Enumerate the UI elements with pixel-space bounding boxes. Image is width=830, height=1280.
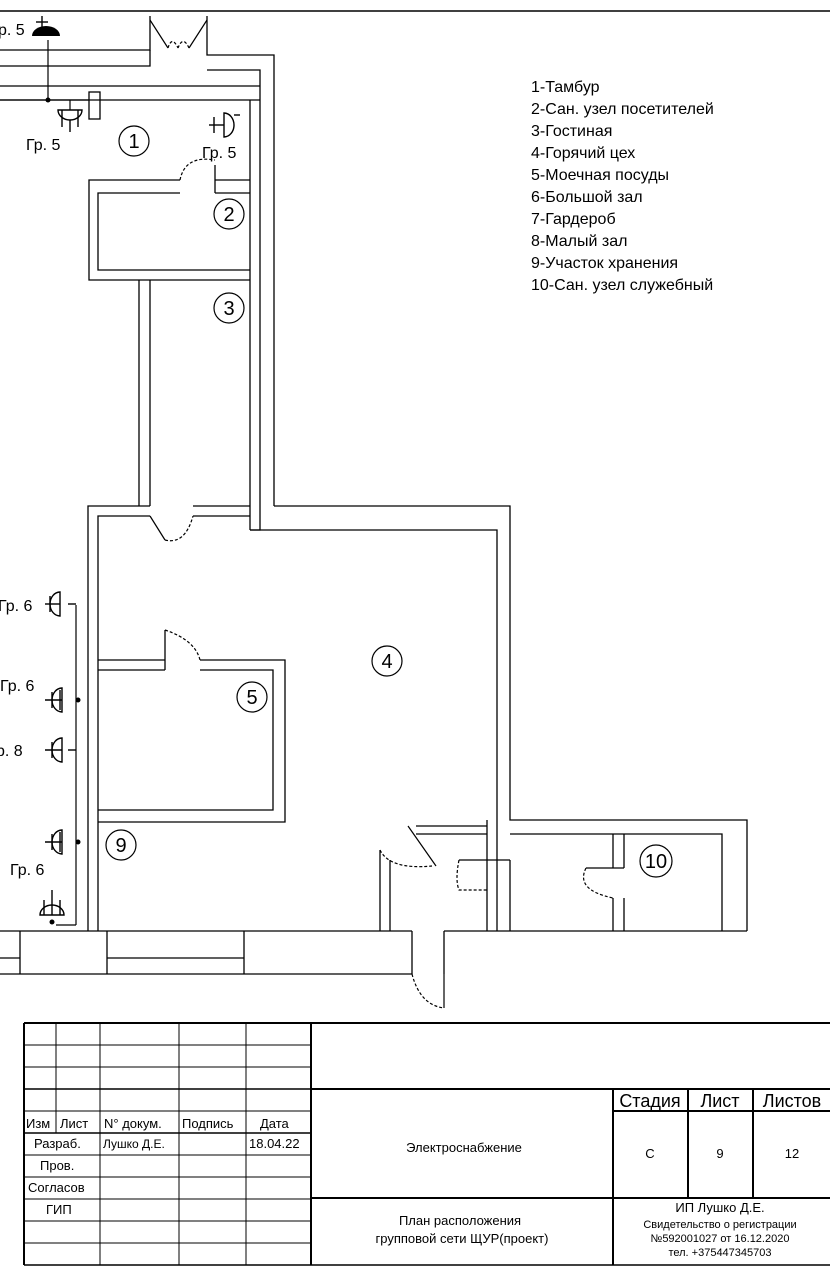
drawing-title: групповой сети ЩУР(проект) [376, 1231, 549, 1246]
sheet-header: Лист [700, 1091, 739, 1111]
walls [0, 16, 748, 975]
legend-item: 2-Сан. узел посетителей [531, 101, 714, 118]
group-label: р. 5 [0, 22, 25, 39]
junction-dot [49, 919, 55, 925]
socket-icon [32, 16, 60, 36]
socket-icon [45, 829, 63, 855]
org-certificate-number: №592001027 от 16.12.2020 [651, 1233, 790, 1245]
group-label: Гр. 6 [10, 862, 45, 879]
legend-item: 1-Тамбур [531, 79, 600, 96]
socket-icon [45, 687, 63, 713]
legend-item: 9-Участок хранения [531, 255, 678, 272]
svg-text:5: 5 [246, 687, 257, 709]
socket-icon [45, 737, 76, 763]
room-marker: 2 [213, 198, 245, 230]
group-label: Гр. 6 [0, 598, 33, 615]
legend-item: 10-Сан. узел служебный [531, 277, 713, 294]
electrical-wiring [0, 40, 89, 926]
socket-icon [209, 112, 240, 138]
role-label: Разраб. [34, 1136, 81, 1151]
col-header: Изм [26, 1116, 50, 1131]
developer-name: Лушко Д.Е. [103, 1137, 165, 1151]
junction-dot [75, 839, 81, 845]
drawing-title: План расположения [399, 1213, 521, 1228]
title-block [23, 1022, 830, 1265]
col-header: N° докум. [104, 1116, 162, 1131]
doors [149, 19, 614, 1009]
junction-dot [75, 697, 81, 703]
svg-text:4: 4 [381, 651, 392, 673]
room-marker: 9 [105, 829, 137, 861]
junction-dot [45, 97, 51, 103]
sheet-frame [0, 10, 830, 1266]
room-legend: 1-Тамбур 2-Сан. узел посетителей 3-Гости… [531, 79, 714, 294]
room-marker: 5 [236, 681, 268, 713]
group-label: р. 8 [0, 743, 23, 760]
room-marker: 1 [118, 125, 150, 157]
role-label: Пров. [40, 1158, 74, 1173]
socket-icon [45, 591, 76, 617]
legend-item: 6-Большой зал [531, 189, 643, 206]
legend-item: 4-Горячий цех [531, 145, 635, 162]
room-marker: 4 [371, 645, 403, 677]
date-value: 18.04.22 [249, 1136, 300, 1151]
legend-item: 8-Малый зал [531, 233, 627, 250]
svg-text:1: 1 [128, 131, 139, 153]
group-label: Гр. 5 [202, 145, 237, 162]
col-header: Лист [60, 1116, 88, 1131]
org-certificate: Свидетельство о регистрации [643, 1219, 796, 1231]
title-block-text: Изм Лист N° докум. Подпись Дата Разраб. … [26, 1091, 821, 1259]
sheet-value: 9 [716, 1146, 723, 1161]
stage-header: Стадия [619, 1091, 680, 1111]
room-marker: 10 [639, 844, 673, 878]
sheets-header: Листов [763, 1091, 821, 1111]
room-marker: 3 [213, 292, 245, 324]
role-label: ГИП [46, 1202, 72, 1217]
org-phone: тел. +375447345703 [668, 1247, 771, 1259]
svg-text:9: 9 [115, 835, 126, 857]
svg-text:3: 3 [223, 298, 234, 320]
group-label: Гр. 6 [0, 678, 35, 695]
svg-text:10: 10 [645, 851, 667, 873]
org-name: ИП Лушко Д.Е. [675, 1200, 764, 1215]
sheets-value: 12 [785, 1146, 799, 1161]
group-label: Гр. 5 [26, 137, 61, 154]
stage-value: С [645, 1146, 654, 1161]
col-header: Дата [260, 1116, 290, 1131]
svg-text:2: 2 [223, 204, 234, 226]
socket-icon [57, 109, 83, 132]
legend-item: 7-Гардероб [531, 211, 616, 228]
col-header: Подпись [182, 1116, 234, 1131]
socket-icon [39, 890, 65, 916]
legend-item: 5-Моечная посуды [531, 167, 669, 184]
legend-item: 3-Гостиная [531, 123, 612, 140]
role-label: Согласов [28, 1180, 85, 1195]
project-name: Электроснабжение [406, 1140, 522, 1155]
